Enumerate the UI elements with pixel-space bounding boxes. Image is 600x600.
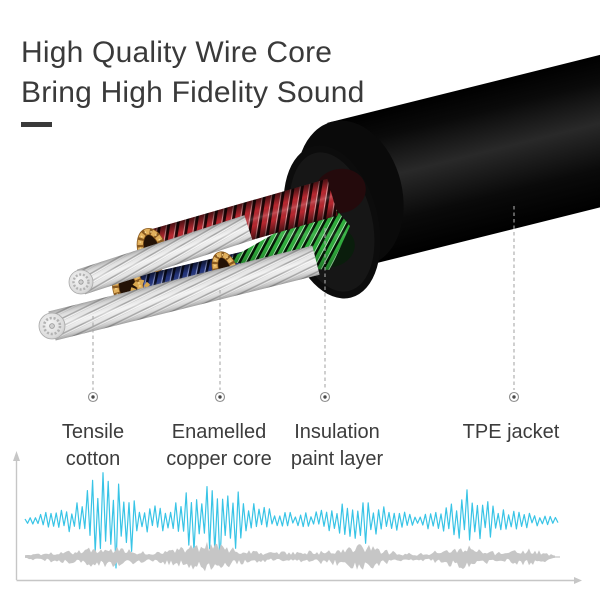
headline: High Quality Wire Core Bring High Fideli…	[21, 33, 365, 113]
title-underline	[21, 122, 52, 127]
callout-label-tensile-cotton: Tensilecotton	[62, 419, 124, 473]
callout-marker-dot-enamelled-copper-core	[218, 395, 221, 398]
callout-marker-dot-insulation-paint-layer	[323, 395, 326, 398]
waveform-traces	[25, 473, 560, 572]
callout-marker-dot-tensile-cotton	[91, 395, 94, 398]
callout-label-tpe-jacket: TPE jacket	[463, 419, 560, 446]
y-axis-arrow-icon	[13, 451, 20, 461]
x-axis-arrow-icon	[574, 577, 582, 584]
callout-label-insulation-paint-layer: Insulationpaint layer	[291, 419, 383, 473]
silver-cut-end-upper	[69, 270, 93, 294]
headline-line1: High Quality Wire Core	[21, 33, 365, 73]
callout-marker-dot-tpe-jacket	[512, 395, 515, 398]
silver-cut-end-lower	[39, 313, 65, 339]
headline-line2: Bring High Fidelity Sound	[21, 73, 365, 113]
callout-label-enamelled-copper-core: Enamelledcopper core	[166, 419, 272, 473]
